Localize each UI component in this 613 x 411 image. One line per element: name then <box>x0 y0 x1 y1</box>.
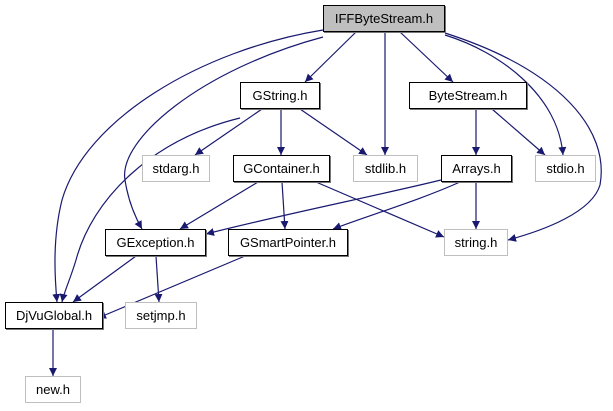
edge-gcontainer-string <box>315 181 445 238</box>
edge-bytestream-stdio <box>491 108 546 156</box>
node-gsmartpointer[interactable]: GSmartPointer.h <box>228 229 348 256</box>
edge-arrays-gexception <box>205 179 442 236</box>
edge-iff-stdio <box>444 34 567 156</box>
edge-iff-gexception <box>124 36 324 230</box>
node-stdio: stdio.h <box>535 155 596 182</box>
node-setjmp: setjmp.h <box>125 302 197 329</box>
edge-gstring-djvuglobal <box>59 117 241 303</box>
edge-arrays-gsmartpointer <box>332 181 461 230</box>
edge-gstring-stdlib <box>299 108 368 156</box>
node-gcontainer[interactable]: GContainer.h <box>233 155 330 182</box>
edge-gexception-djvuglobal <box>72 255 137 303</box>
edge-iff-string <box>444 32 602 242</box>
node-gstring[interactable]: GString.h <box>240 82 320 109</box>
node-new: new.h <box>25 376 81 403</box>
edge-iff-bytestream <box>399 31 454 83</box>
node-string: string.h <box>444 229 508 256</box>
node-iffbytestream[interactable]: IFFByteStream.h <box>323 5 445 32</box>
node-djvuglobal[interactable]: DjVuGlobal.h <box>5 302 103 329</box>
edge-gcontainer-gsmartpointer <box>280 181 289 230</box>
edge-gexception-setjmp <box>154 255 163 303</box>
edge-gsmartpointer-djvuglobal <box>97 255 246 319</box>
node-bytestream[interactable]: ByteStream.h <box>409 82 527 109</box>
node-arrays[interactable]: Arrays.h <box>441 155 512 182</box>
node-stdarg: stdarg.h <box>142 155 210 182</box>
edge-iff-djvuglobal <box>52 29 324 303</box>
edge-gstring-stdarg <box>194 108 263 156</box>
node-gexception[interactable]: GException.h <box>105 229 206 256</box>
edge-iff-gstring <box>304 31 357 83</box>
edge-gcontainer-gexception <box>179 181 259 230</box>
node-stdlib: stdlib.h <box>353 155 418 182</box>
